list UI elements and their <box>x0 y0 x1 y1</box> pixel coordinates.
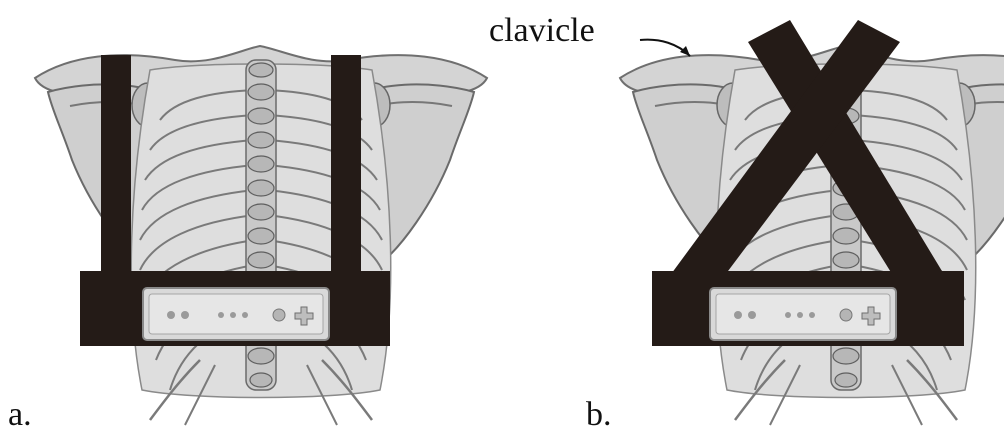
panel-b: b. <box>502 0 1004 442</box>
panel-label-a: a. <box>8 396 32 434</box>
panel-a-illustration <box>35 46 487 425</box>
wii-remote-device-a <box>143 288 329 340</box>
strap-right-vertical <box>331 55 361 285</box>
panel-label-b: b. <box>586 396 612 434</box>
clavicle-callout-label: clavicle <box>489 12 595 50</box>
strap-left-vertical <box>101 55 131 285</box>
